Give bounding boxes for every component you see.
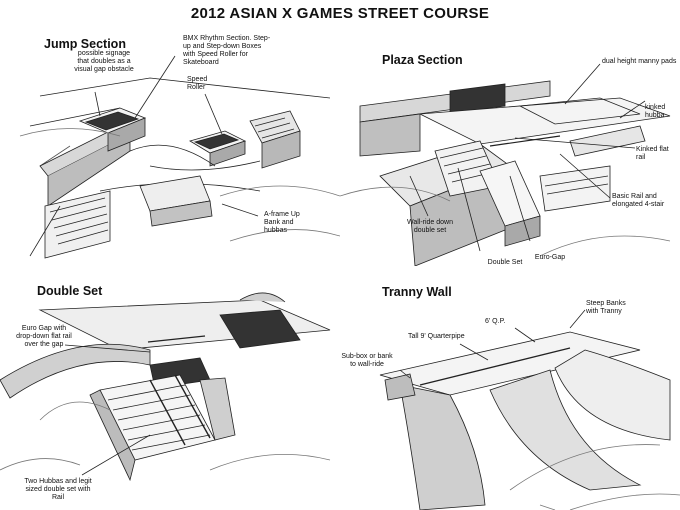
plaza-section-drawing bbox=[340, 63, 671, 266]
euro-gap-annotation: Euro-Gap bbox=[534, 254, 566, 261]
steep-banks-annotation: Steep Banks with Tranny bbox=[586, 300, 626, 315]
bmx-rhythm-annotation: BMX Rhythm Section. Step-up and Step-dow… bbox=[183, 35, 271, 66]
double-set-panel: Double Set Euro Gap with drop-down flat … bbox=[0, 270, 340, 510]
page-title: 2012 ASIAN X GAMES STREET COURSE bbox=[190, 5, 490, 22]
plaza-section-panel: Plaza Section dual height manny pads kin… bbox=[340, 26, 680, 266]
wall-ride-annotation: Wall-ride down double set bbox=[406, 219, 454, 234]
sub-box-annotation: Sub-box or bank to wall-ride bbox=[341, 353, 393, 368]
aframe-annotation: A-frame Up Bank and hubbas bbox=[264, 211, 300, 234]
tall-quarterpipe-annotation: Tall 9' Quarterpipe bbox=[408, 333, 465, 340]
basic-rail-annotation: Basic Rail and elongated 4-stair bbox=[612, 193, 665, 208]
tranny-wall-panel: Tranny Wall Steep Banks with Tranny 6' Q… bbox=[340, 270, 680, 510]
signage-annotation: possible signage that doubles as a visua… bbox=[74, 50, 134, 73]
six-foot-qp-annotation: 6' Q.P. bbox=[485, 318, 506, 325]
speed-roller-annotation: Speed Roller bbox=[187, 76, 208, 91]
jump-section-panel: Jump Section possible signage that doubl… bbox=[0, 26, 340, 266]
double-set-annotation: Double Set bbox=[487, 259, 523, 266]
kinked-hubba-annotation: kinked hubba bbox=[645, 104, 666, 119]
plaza-section-heading: Plaza Section bbox=[382, 53, 463, 67]
jump-section-drawing bbox=[19, 55, 340, 259]
jump-section-heading: Jump Section bbox=[44, 37, 126, 51]
double-set-drawing bbox=[0, 292, 331, 482]
double-set-heading: Double Set bbox=[37, 284, 103, 298]
kinked-flat-rail-annotation: Kinked flat rail bbox=[636, 146, 669, 161]
tranny-wall-drawing bbox=[379, 309, 680, 510]
two-hubbas-annotation: Two Hubbas and legit sized double set wi… bbox=[24, 478, 92, 501]
manny-pads-annotation: dual height manny pads bbox=[602, 58, 677, 65]
tranny-wall-heading: Tranny Wall bbox=[382, 285, 452, 299]
euro-gap-drop-annotation: Euro Gap with drop-down flat rail over t… bbox=[16, 325, 72, 348]
